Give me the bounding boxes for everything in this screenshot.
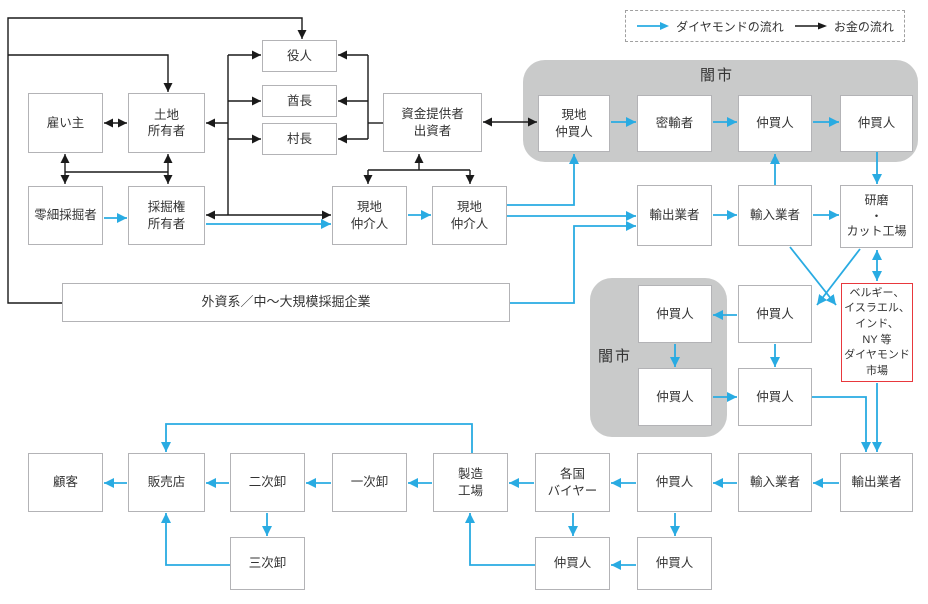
node-retailer: 販売店 (128, 453, 205, 512)
node-cutting-factory: 研磨 ・ カット工場 (840, 185, 913, 248)
node-financier: 資金提供者 出資者 (383, 93, 482, 152)
node-employer: 雇い主 (28, 93, 103, 153)
node-tertiary-wholesaler: 三次卸 (230, 537, 305, 590)
node-diamond-market: ベルギー、 イスラエル、 インド、 NY 等 ダイヤモンド 市場 (841, 283, 913, 382)
node-village-head: 村長 (262, 123, 337, 155)
node-middleman-btm1: 仲買人 (637, 453, 712, 512)
node-landowner: 土地 所有者 (128, 93, 205, 153)
legend-diamond-flow: ダイヤモンドの流れ (636, 18, 784, 35)
legend-money-flow-label: お金の流れ (833, 19, 894, 34)
node-country-buyers: 各国 バイヤー (535, 453, 610, 512)
node-primary-wholesaler: 一次卸 (332, 453, 407, 512)
money-flow-arrow-icon (794, 22, 827, 30)
node-middleman-bm2: 仲買人 (840, 95, 913, 152)
node-foreign-mining-company: 外資系／中～大規模採掘企業 (62, 283, 510, 322)
node-mining-rights-owner: 採掘権 所有者 (128, 186, 205, 245)
legend-diamond-flow-label: ダイヤモンドの流れ (676, 19, 784, 34)
node-middleman-gray-top: 仲買人 (638, 285, 712, 343)
node-small-scale-miner: 零細採掘者 (28, 186, 103, 245)
node-local-intermediary-2: 現地 仲介人 (432, 186, 507, 245)
node-middleman-right-bottom: 仲買人 (738, 368, 812, 426)
black-market-top-label: 闇市 (700, 67, 735, 84)
node-importer-btm: 輸入業者 (738, 453, 812, 512)
node-exporter-btm: 輸出業者 (840, 453, 913, 512)
node-middleman-btm3: 仲買人 (637, 537, 712, 590)
node-importer-mid: 輸入業者 (738, 185, 812, 246)
node-exporter-mid: 輸出業者 (637, 185, 712, 246)
node-local-intermediary-1: 現地 仲介人 (332, 186, 407, 245)
node-official: 役人 (262, 40, 337, 72)
node-middleman-gray-bottom: 仲買人 (638, 368, 712, 426)
node-secondary-wholesaler: 二次卸 (230, 453, 305, 512)
node-factory: 製造 工場 (433, 453, 508, 512)
diamond-flow-arrow-icon (637, 22, 670, 30)
node-smuggler: 密輸者 (637, 95, 712, 152)
node-chief: 酋長 (262, 85, 337, 117)
node-middleman-right-top: 仲買人 (738, 285, 812, 343)
legend-money-flow: お金の流れ (794, 18, 894, 35)
legend: ダイヤモンドの流れ お金の流れ (625, 10, 905, 42)
black-market-mid-label: 闇市 (598, 348, 633, 365)
node-middleman-bm1: 仲買人 (738, 95, 812, 152)
node-customer: 顧客 (28, 453, 103, 512)
node-middleman-btm2: 仲買人 (535, 537, 610, 590)
node-local-middleman: 現地 仲買人 (538, 95, 610, 152)
